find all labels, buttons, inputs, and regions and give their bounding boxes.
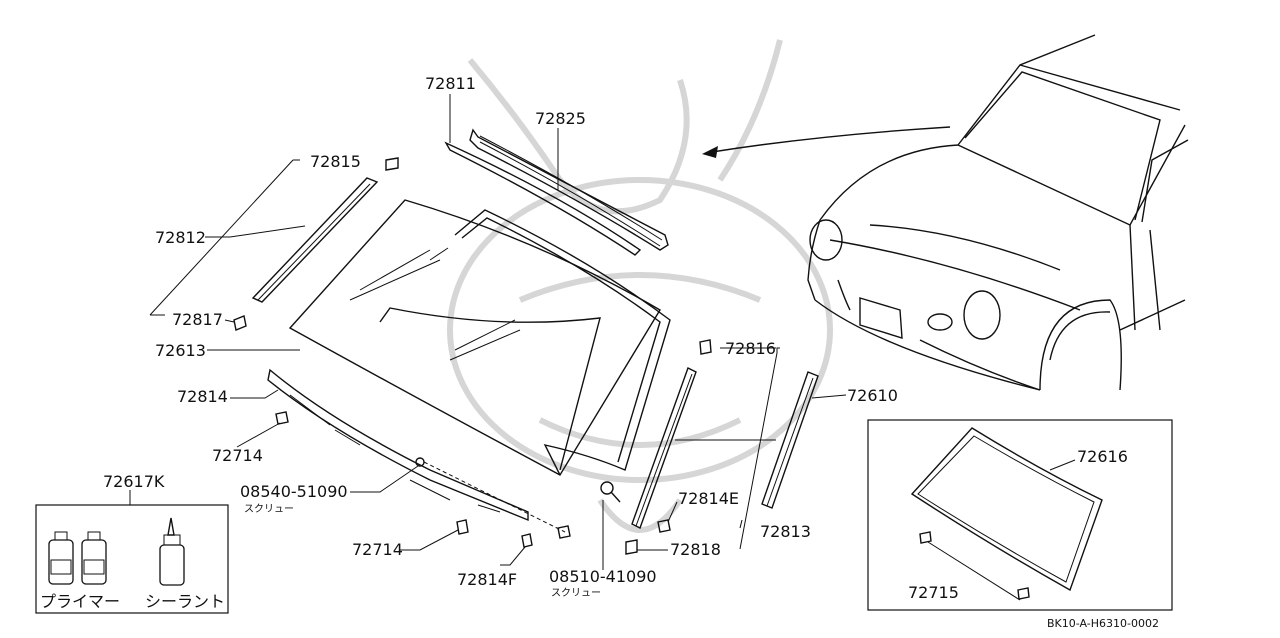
label-72613: 72613	[155, 341, 206, 360]
label-72617k: 72617K	[103, 472, 165, 491]
car-illustration	[807, 34, 1189, 391]
clip-72715-a[interactable]	[919, 531, 932, 544]
clip-right-end[interactable]	[557, 525, 571, 539]
label-08510-41090: 08510-41090	[549, 567, 657, 586]
screw-08540-51090[interactable]	[415, 457, 566, 533]
diagram-reference: BK10-A-H6310-0002	[1047, 617, 1159, 630]
side-molding-left-72812[interactable]	[251, 177, 379, 303]
label-72814: 72814	[177, 387, 228, 406]
label-72815: 72815	[310, 152, 361, 171]
label-72811: 72811	[425, 74, 476, 93]
label-08510-sub: スクリュー	[551, 587, 601, 599]
label-08540-sub: スクリュー	[244, 503, 294, 515]
primer-bottle-1[interactable]	[48, 531, 74, 585]
label-72816: 72816	[725, 339, 776, 358]
label-72714-lower: 72714	[352, 540, 403, 559]
label-72825: 72825	[535, 109, 586, 128]
label-72814f: 72814F	[457, 570, 517, 589]
screw-08510-41090[interactable]	[600, 481, 621, 503]
clip-72816[interactable]	[699, 339, 712, 355]
clip-72714-upper[interactable]	[275, 411, 289, 425]
clip-72814f[interactable]	[521, 533, 533, 548]
clip-72815[interactable]	[385, 157, 399, 171]
watermark-emblem	[447, 39, 833, 533]
clip-72715-b[interactable]	[1017, 587, 1030, 600]
clip-72818[interactable]	[625, 539, 638, 555]
label-72818: 72818	[670, 540, 721, 559]
upper-molding-72811[interactable]	[444, 141, 642, 256]
label-72714-upper: 72714	[212, 446, 263, 465]
label-08540-51090: 08540-51090	[240, 482, 348, 501]
label-72813: 72813	[760, 522, 811, 541]
side-molding-right-72813[interactable]	[631, 367, 697, 529]
windshield-seal-72616[interactable]	[910, 427, 1103, 592]
clip-72714-lower[interactable]	[456, 519, 469, 535]
label-primer: プライマー	[40, 592, 120, 611]
label-72610: 72610	[847, 386, 898, 405]
windshield-glass[interactable]	[288, 199, 661, 476]
leader-lines	[129, 94, 1076, 601]
primer-sealant-kit	[35, 504, 229, 614]
label-sealant: シーラント	[145, 592, 225, 611]
clip-72814e[interactable]	[657, 519, 671, 533]
clip-72817[interactable]	[233, 315, 247, 331]
primer-bottle-2[interactable]	[81, 531, 107, 585]
sealant-tube[interactable]	[159, 517, 185, 586]
label-72817: 72817	[172, 310, 223, 329]
part-labels: 72811 72825 72815 72812 72817 72613 7281…	[40, 74, 1159, 630]
label-72812: 72812	[155, 228, 206, 247]
label-72814e: 72814E	[678, 489, 739, 508]
side-molding-right-72610[interactable]	[761, 371, 819, 509]
label-72616: 72616	[1077, 447, 1128, 466]
windshield-seal-frame[interactable]	[379, 209, 671, 476]
inset-box	[867, 419, 1173, 611]
upper-molding-72825[interactable]	[469, 128, 669, 251]
lower-molding-72814[interactable]	[267, 368, 529, 522]
direction-arrow	[702, 126, 951, 158]
label-72715: 72715	[908, 583, 959, 602]
